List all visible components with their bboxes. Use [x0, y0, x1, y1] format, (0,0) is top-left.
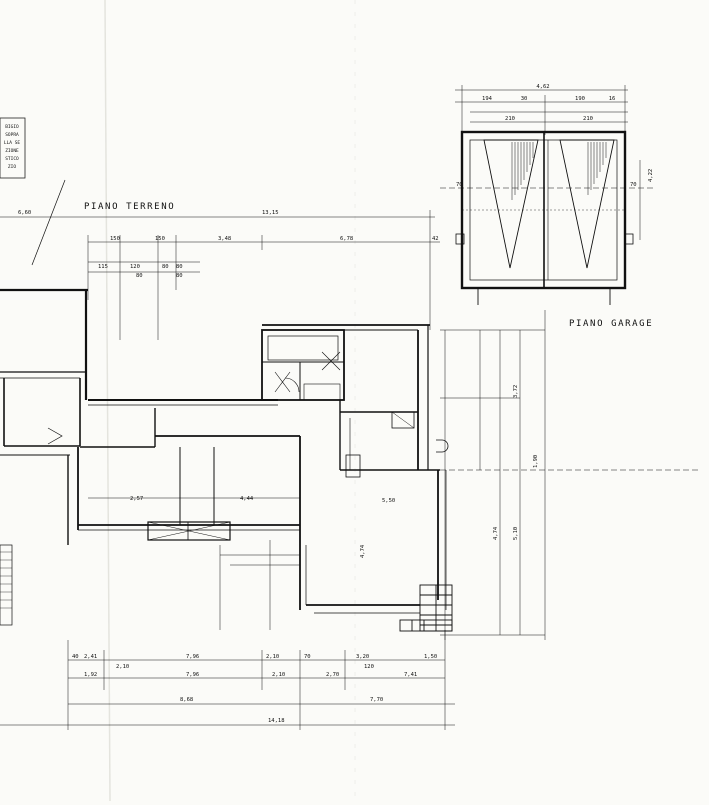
dim-bottom-r3-2: 7,96	[186, 672, 199, 678]
stamp-line-5: STICO	[5, 156, 19, 162]
dim-top-row3-4: 80	[176, 264, 183, 270]
dim-room-a: 2,57	[130, 496, 143, 502]
dim-top-total: 13,15	[262, 210, 279, 216]
dim-top-row3-3: 80	[162, 264, 169, 270]
ground-floor-label: PIANO TERRENO	[84, 202, 175, 212]
dim-bottom-r1-3: 7,96	[186, 654, 199, 660]
dim-bottom-r1-1: 40	[72, 654, 79, 660]
dim-bottom-r1-2: 2,41	[84, 654, 97, 660]
dim-garage-top: 4,62	[536, 84, 549, 90]
dim-bottom-r1-6: 3,20	[356, 654, 369, 660]
garage-floor-label: PIANO GARAGE	[569, 319, 653, 329]
dim-room-d: 4,74	[360, 544, 366, 558]
dim-right-2: 1,90	[533, 455, 539, 468]
dim-top-right: 6,78	[340, 236, 353, 242]
dim-bottom-r3-3: 2,10	[272, 672, 285, 678]
dim-top-left: 6,60	[18, 210, 31, 216]
dim-bottom-r4-2: 7,70	[370, 697, 383, 703]
dim-right-3: 4,74	[493, 526, 499, 540]
dim-bottom-r1-5: 70	[304, 654, 311, 660]
dim-garage-row3-2: 210	[583, 116, 593, 122]
dim-room-b: 4,44	[240, 496, 254, 502]
dim-top-row3-6: 80	[176, 273, 183, 279]
dim-room-c: 5,50	[382, 498, 395, 504]
dim-bottom-r4-1: 8,68	[180, 697, 193, 703]
dim-garage-side-3: 4,22	[648, 169, 654, 182]
dim-top-row3-2: 120	[130, 264, 140, 270]
stamp-box: BIGIO SOPRA LLA SE ZIONE STICO ZIO	[0, 117, 26, 179]
dim-bottom-r2-2: 120	[364, 664, 374, 670]
dim-bottom-r3-1: 1,92	[84, 672, 97, 678]
dim-garage-side-2: 70	[630, 182, 637, 188]
garage-plan	[440, 85, 655, 305]
dim-garage-side-1: 70	[456, 182, 463, 188]
dim-garage-row2-4: 16	[609, 96, 616, 102]
dim-bottom-r2-1: 2,10	[116, 664, 129, 670]
stamp-line-6: ZIO	[8, 164, 16, 170]
dim-right-4: 5,10	[513, 527, 519, 540]
stamp-line-4: ZIONE	[5, 148, 19, 154]
dim-right-1: 3,72	[513, 385, 519, 398]
ground-floor-plan	[0, 179, 700, 730]
dim-garage-row3-1: 210	[505, 116, 515, 122]
dim-bottom-r3-4: 2,70	[326, 672, 339, 678]
dim-top-row2-1: 150	[110, 236, 120, 242]
dim-top-edge: 42	[432, 236, 439, 242]
dim-garage-row2-2: 30	[521, 96, 528, 102]
stamp-line-3: LLA SE	[4, 140, 21, 146]
dim-garage-row2-1: 194	[482, 96, 493, 102]
dim-bottom-r3-5: 7,41	[404, 672, 417, 678]
stamp-line-2: SOPRA	[5, 132, 19, 138]
dim-top-row2-2: 150	[155, 236, 165, 242]
dim-bottom-r1-7: 1,50	[424, 654, 437, 660]
dim-bottom-r1-4: 2,10	[266, 654, 279, 660]
stamp-line-1: BIGIO	[5, 124, 19, 130]
dim-garage-row2-3: 190	[575, 96, 585, 102]
dim-top-row2-3: 3,48	[218, 236, 231, 242]
dim-bottom-total: 14,18	[268, 718, 285, 724]
dim-top-row3-5: 80	[136, 273, 143, 279]
dim-top-row3-1: 115	[98, 264, 108, 270]
